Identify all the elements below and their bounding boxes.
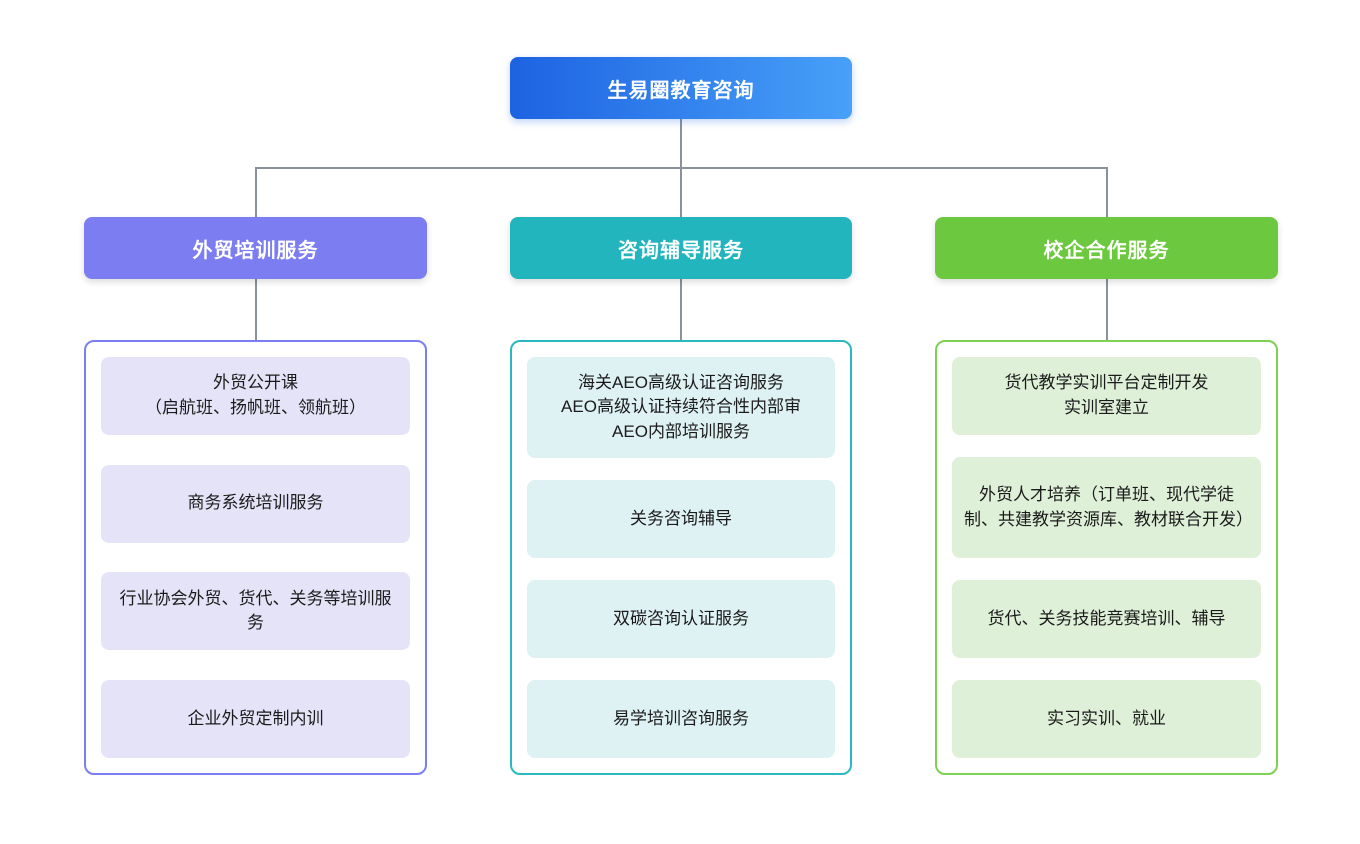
item-skill-competition: 货代、关务技能竞赛培训、辅导 (952, 580, 1261, 658)
branch-header-consulting: 咨询辅导服务 (510, 217, 852, 279)
root-node: 生易圈教育咨询 (510, 57, 852, 119)
item-dual-carbon: 双碳咨询认证服务 (527, 580, 835, 658)
item-aeo-services: 海关AEO高级认证咨询服务 AEO高级认证持续符合性内部审 AEO内部培训服务 (527, 357, 835, 458)
connector-branch-center (680, 279, 682, 340)
connector-branch-right (1106, 279, 1108, 340)
item-customs-coaching: 关务咨询辅导 (527, 480, 835, 558)
branch-header-school-enterprise: 校企合作服务 (935, 217, 1278, 279)
item-open-course: 外贸公开课 （启航班、扬帆班、领航班） (101, 357, 410, 435)
connector-drop-center (680, 167, 682, 217)
connector-drop-left (255, 167, 257, 217)
item-business-system: 商务系统培训服务 (101, 464, 410, 543)
item-yixue-training: 易学培训咨询服务 (527, 680, 835, 758)
branch-box-consulting: 海关AEO高级认证咨询服务 AEO高级认证持续符合性内部审 AEO内部培训服务 … (510, 340, 852, 775)
connector-drop-right (1106, 167, 1108, 217)
branch-header-trade-training: 外贸培训服务 (84, 217, 427, 279)
connector-branch-left (255, 279, 257, 340)
item-platform-dev: 货代教学实训平台定制开发 实训室建立 (952, 357, 1261, 435)
branch-box-trade-training: 外贸公开课 （启航班、扬帆班、领航班） 商务系统培训服务 行业协会外贸、货代、关… (84, 340, 427, 775)
item-custom-training: 企业外贸定制内训 (101, 679, 410, 758)
item-industry-assoc: 行业协会外贸、货代、关务等培训服务 (101, 572, 410, 651)
connector-root-stem (680, 119, 682, 168)
branch-box-school-enterprise: 货代教学实训平台定制开发 实训室建立 外贸人才培养（订单班、现代学徒制、共建教学… (935, 340, 1278, 775)
item-internship: 实习实训、就业 (952, 680, 1261, 758)
item-talent-cultivation: 外贸人才培养（订单班、现代学徒制、共建教学资源库、教材联合开发） (952, 457, 1261, 558)
